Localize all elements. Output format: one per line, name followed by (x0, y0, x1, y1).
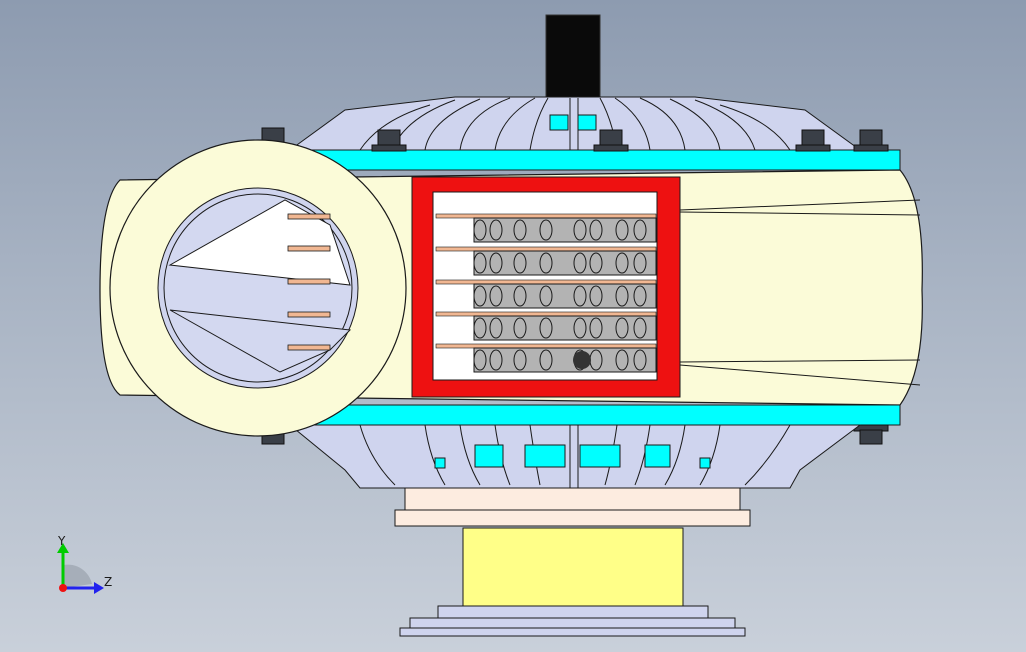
core-window (411, 176, 681, 398)
core-hole (615, 252, 629, 274)
axis-z-label: Z (104, 575, 112, 589)
core-hole (473, 349, 487, 371)
core-hole (489, 252, 503, 274)
core-hole (513, 219, 527, 241)
core-spacer (435, 279, 657, 285)
core-hole (633, 317, 647, 339)
lower-cyan-band (284, 404, 901, 426)
core-hole (489, 349, 503, 371)
core-hole (489, 219, 503, 241)
core-hole (633, 349, 647, 371)
core-hole (589, 317, 603, 339)
core-hole (513, 317, 527, 339)
core-hole (489, 285, 503, 307)
core-spacer (435, 311, 657, 317)
core-spacer (435, 343, 657, 349)
core-hole (513, 349, 527, 371)
axis-triad: Y Z (57, 534, 112, 594)
base-stack (394, 487, 751, 637)
core-bar (473, 315, 657, 341)
core-hole (539, 317, 553, 339)
lower-cap (288, 424, 862, 489)
axis-y-label: Y (57, 534, 66, 548)
core-hole (513, 285, 527, 307)
core-hole (573, 252, 587, 274)
core-hole (615, 219, 629, 241)
core-hole (633, 285, 647, 307)
upper-bolts (261, 127, 889, 152)
core-hole (615, 317, 629, 339)
upper-cap (288, 96, 862, 151)
core-bar (473, 347, 657, 373)
core-hole (489, 317, 503, 339)
core-hole (589, 219, 603, 241)
core-hole (573, 285, 587, 307)
core-hole (573, 317, 587, 339)
core-hole (539, 285, 553, 307)
core-plug (573, 351, 591, 369)
core-hole (513, 252, 527, 274)
core-hole (539, 219, 553, 241)
core-hole (539, 252, 553, 274)
core-hole (573, 219, 587, 241)
core-hole (589, 252, 603, 274)
core-bar (473, 217, 657, 243)
core-bar (473, 283, 657, 309)
core-hole (473, 219, 487, 241)
core-hole (539, 349, 553, 371)
upper-cyan-band (284, 149, 901, 171)
core-spacer (435, 246, 657, 252)
core-hole (589, 285, 603, 307)
core-hole (615, 285, 629, 307)
core-spacer (435, 213, 657, 219)
core-hole (473, 252, 487, 274)
left-port (109, 139, 407, 437)
core-hole (633, 252, 647, 274)
core-hole (633, 219, 647, 241)
core-hole (473, 285, 487, 307)
core-hole (473, 317, 487, 339)
top-shaft-block (545, 14, 601, 98)
core-hole (615, 349, 629, 371)
core-bar (473, 250, 657, 276)
